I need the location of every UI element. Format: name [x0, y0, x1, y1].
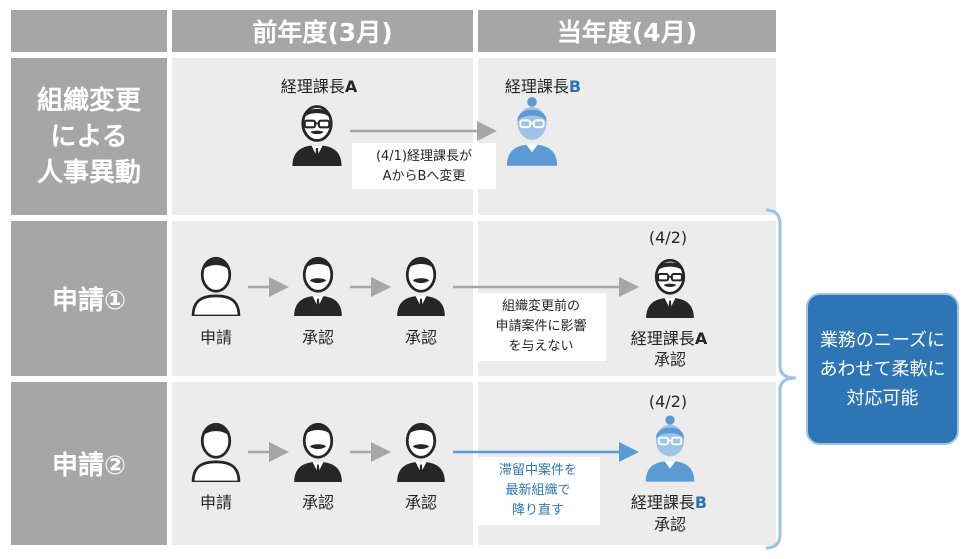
app2-final-letter: B — [694, 493, 708, 512]
app1-approver2-label: 承認 — [404, 328, 437, 347]
callout-line3: 対応可能 — [846, 387, 919, 409]
scope-bracket — [765, 208, 797, 550]
row-label-reorg-line1: 組織変更 — [36, 85, 141, 116]
app1-note-line2: 申請案件に影響 — [495, 319, 587, 334]
app1-final-name: 経理課長 — [630, 329, 695, 348]
app2-applicant-icon — [188, 416, 244, 482]
row-label-reorg-line2: による — [50, 121, 128, 152]
app1-applicant-icon — [188, 250, 244, 316]
header-curr-year-label: 当年度(4月) — [556, 18, 698, 47]
app2-note-line1: 滞留中案件を — [498, 463, 577, 478]
manager-b-letter: B — [568, 77, 582, 96]
app2-applicant-label: 申請 — [199, 493, 232, 512]
app2-note-line3: 降り直す — [511, 503, 564, 518]
callout-line1: 業務のニーズに — [819, 329, 946, 351]
app1-approver1-icon — [290, 250, 346, 316]
app1-approver1-label: 承認 — [301, 328, 334, 347]
app2-note: 滞留中案件を 最新組織で 降り直す — [476, 457, 600, 525]
manager-b-avatar-icon — [503, 96, 561, 166]
app2-note-line2: 最新組織で — [505, 483, 571, 498]
reorg-note-line2: AからBへ変更 — [382, 169, 466, 184]
flexibility-callout: 業務のニーズに あわせて柔軟に 対応可能 — [806, 293, 959, 445]
app2-final-label: 経理課長B — [618, 489, 720, 513]
reorg-note: (4/1)経理課長が AからBへ変更 — [352, 143, 496, 189]
manager-a-letter: A — [344, 77, 358, 96]
app2-approver2-label: 承認 — [404, 493, 437, 512]
app2-final-action: 承認 — [653, 515, 686, 534]
row-label-reorg-line3: 人事異動 — [36, 157, 141, 188]
row-label-app1-text: 申請① — [51, 286, 126, 316]
header-prev-year: 前年度(3月) — [172, 10, 473, 52]
app1-note-line1: 組織変更前の — [501, 299, 580, 314]
app1-final-approver-icon — [642, 252, 698, 318]
row-label-app2: 申請② — [11, 382, 167, 545]
header-prev-year-label: 前年度(3月) — [252, 18, 393, 47]
manager-b-name: 経理課長 — [504, 77, 569, 96]
app1-note: 組織変更前の 申請案件に影響 を与えない — [476, 293, 606, 361]
app2-approver2-icon — [393, 416, 449, 482]
manager-a-avatar-icon — [288, 98, 346, 166]
app2-date: (4/2) — [648, 392, 688, 411]
manager-b-label: 経理課長B — [492, 73, 594, 97]
row-label-reorg: 組織変更 による 人事異動 — [11, 58, 167, 215]
app1-final-action: 承認 — [653, 350, 686, 369]
app2-final-approver-icon — [642, 414, 698, 482]
app2-approver1-icon — [290, 416, 346, 482]
manager-a-name: 経理課長 — [280, 77, 345, 96]
app1-final-label: 経理課長A — [618, 325, 720, 349]
app1-note-line3: を与えない — [508, 339, 574, 354]
header-curr-year: 当年度(4月) — [478, 10, 776, 52]
row-label-app2-text: 申請② — [51, 451, 126, 481]
app1-date: (4/2) — [648, 228, 688, 247]
header-corner — [11, 10, 167, 52]
app2-final-name: 経理課長 — [630, 493, 695, 512]
manager-a-label: 経理課長A — [268, 73, 370, 97]
callout-line2: あわせて柔軟に — [819, 358, 946, 380]
reorg-note-line1: (4/1)経理課長が — [375, 149, 473, 164]
row-label-app1: 申請① — [11, 221, 167, 376]
app1-final-letter: A — [694, 329, 708, 348]
app2-approver1-label: 承認 — [301, 493, 334, 512]
app1-applicant-label: 申請 — [199, 328, 232, 347]
app1-approver2-icon — [393, 250, 449, 316]
